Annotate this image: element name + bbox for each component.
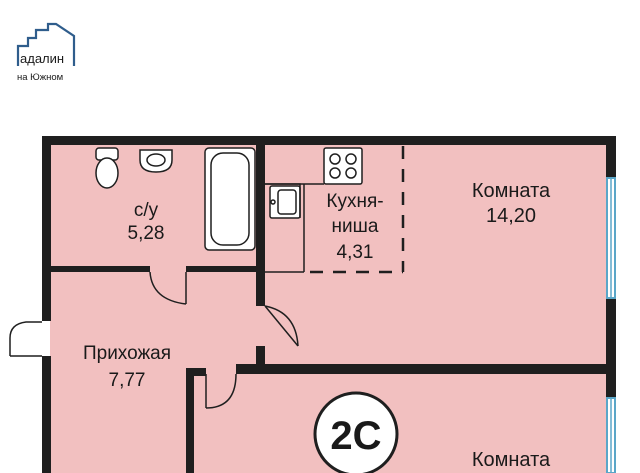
corridor-floor (262, 270, 272, 370)
room1-area: 14,20 (486, 205, 536, 227)
brand-logo[interactable]: адалин на Южном (16, 22, 76, 83)
interior-walls (50, 144, 608, 473)
windows (606, 177, 616, 473)
sink-icon (139, 149, 173, 173)
apartment-type-badge: 2С (313, 391, 399, 473)
kitchen-sink-icon (269, 185, 301, 219)
logo-house-icon (16, 22, 76, 66)
apartment-type-label: 2С (330, 414, 381, 458)
bathtub-icon (204, 147, 256, 251)
niche-divider (310, 146, 405, 274)
room1-door[interactable] (264, 305, 299, 347)
bathroom-area: 5,28 (128, 223, 165, 244)
logo-name: адалин (20, 51, 64, 66)
kitchen-counter (265, 183, 324, 273)
doors (9, 271, 299, 409)
bathroom-door[interactable] (149, 271, 187, 305)
bathroom-name: с/у (134, 200, 159, 221)
exterior-walls (42, 136, 616, 473)
kitchen-name-line2: ниша (332, 216, 379, 237)
hallway-area: 7,77 (109, 370, 146, 391)
room-labels: с/у 5,28 Кухня- ниша 4,31 Комната 14,20 … (83, 180, 551, 471)
fixtures (95, 147, 363, 251)
logo-subtitle: на Южном (17, 72, 63, 83)
room2-name: Комната (472, 449, 551, 471)
room1-name: Комната (472, 180, 551, 202)
hallway-name: Прихожая (83, 343, 171, 364)
room2-door[interactable] (205, 373, 237, 409)
stove-icon (323, 147, 363, 185)
entrance-door[interactable] (9, 321, 42, 357)
kitchen-floor (262, 144, 608, 368)
kitchen-area: 4,31 (337, 242, 374, 263)
room-fills (50, 144, 608, 473)
room2-floor (190, 374, 608, 473)
toilet-icon (95, 147, 119, 189)
kitchen-name-line1: Кухня- (326, 191, 383, 212)
